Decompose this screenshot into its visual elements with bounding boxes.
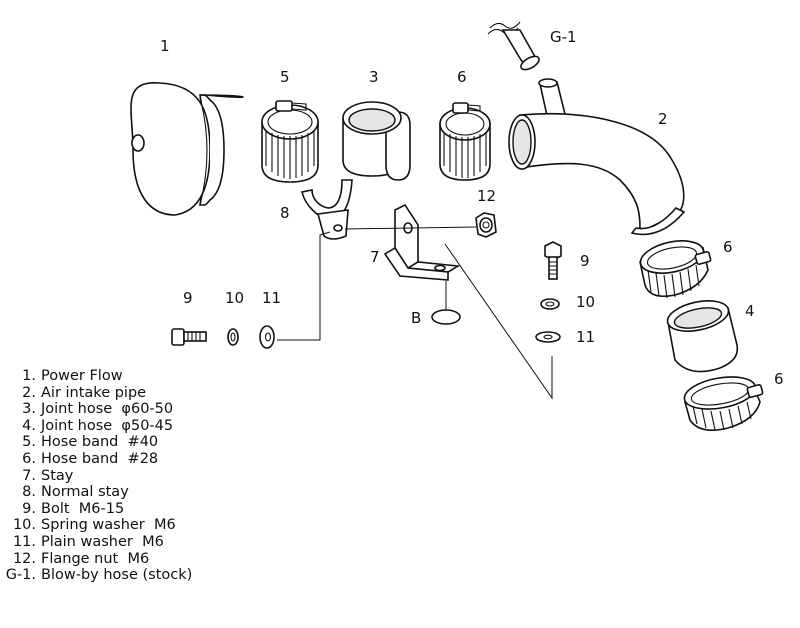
callout-4: 4 <box>745 302 755 320</box>
legend-item: G-1.Blow-by hose (stock) <box>5 567 193 584</box>
bolt-left <box>171 328 207 346</box>
stay-bracket <box>383 203 461 281</box>
blow-by-hose <box>487 21 540 71</box>
hose-band-28-top <box>439 102 491 181</box>
callout-6-top: 6 <box>457 68 467 86</box>
callout-12: 12 <box>477 187 496 205</box>
callout-g1: G-1 <box>550 28 577 46</box>
leader-lines <box>277 226 553 400</box>
hose-band-28-bottom <box>683 376 764 431</box>
callout-11-right: 11 <box>576 328 595 346</box>
joint-hose-60-50 <box>342 101 411 181</box>
callout-7: 7 <box>370 248 380 266</box>
spring-washer-left <box>227 328 239 346</box>
legend-item: 5.Hose band #40 <box>22 434 159 451</box>
callout-b: B <box>411 309 421 327</box>
parts-legend: 1.Power Flow 2.Air intake pipe 3.Joint h… <box>4 368 193 584</box>
plain-washer-left <box>259 325 275 349</box>
hose-band-40 <box>261 100 319 183</box>
callout-5: 5 <box>280 68 290 86</box>
legend-item: 4.Joint hose φ50-45 <box>22 417 174 434</box>
legend-item: 7.Stay <box>22 467 74 484</box>
legend-item: 12.Flange nut M6 <box>12 550 150 567</box>
callout-6-middle: 6 <box>723 238 733 256</box>
callout-10-right: 10 <box>576 293 595 311</box>
callout-1: 1 <box>160 37 170 55</box>
flange-nut <box>475 212 497 238</box>
spring-washer-right <box>540 298 560 310</box>
legend-item: 8.Normal stay <box>22 484 129 501</box>
normal-stay-bracket <box>301 179 353 240</box>
callout-11-left: 11 <box>262 289 281 307</box>
legend-item: 11.Plain washer M6 <box>12 533 164 550</box>
callout-10-left: 10 <box>225 289 244 307</box>
hose-band-28-middle <box>639 240 712 299</box>
power-flow-filter <box>130 82 244 216</box>
callout-9-right: 9 <box>580 252 590 270</box>
legend-item: 2.Air intake pipe <box>22 384 147 401</box>
callout-3: 3 <box>369 68 379 86</box>
legend-item: 1.Power Flow <box>22 368 123 384</box>
callout-8: 8 <box>280 204 290 222</box>
callout-6-bottom: 6 <box>774 370 784 388</box>
legend-item: 10.Spring washer M6 <box>12 517 176 534</box>
air-intake-pipe <box>508 78 686 236</box>
joint-hose-50-45 <box>666 300 739 373</box>
plain-washer-right <box>535 331 561 343</box>
legend-item: 9.Bolt M6-15 <box>22 500 125 517</box>
legend-item: 3.Joint hose φ60-50 <box>22 401 174 418</box>
legend-item: 6.Hose band #28 <box>22 450 159 467</box>
callout-9-left: 9 <box>183 289 193 307</box>
bolt-right <box>544 241 562 280</box>
hole-b-marker <box>431 309 461 325</box>
callout-2: 2 <box>658 110 668 128</box>
